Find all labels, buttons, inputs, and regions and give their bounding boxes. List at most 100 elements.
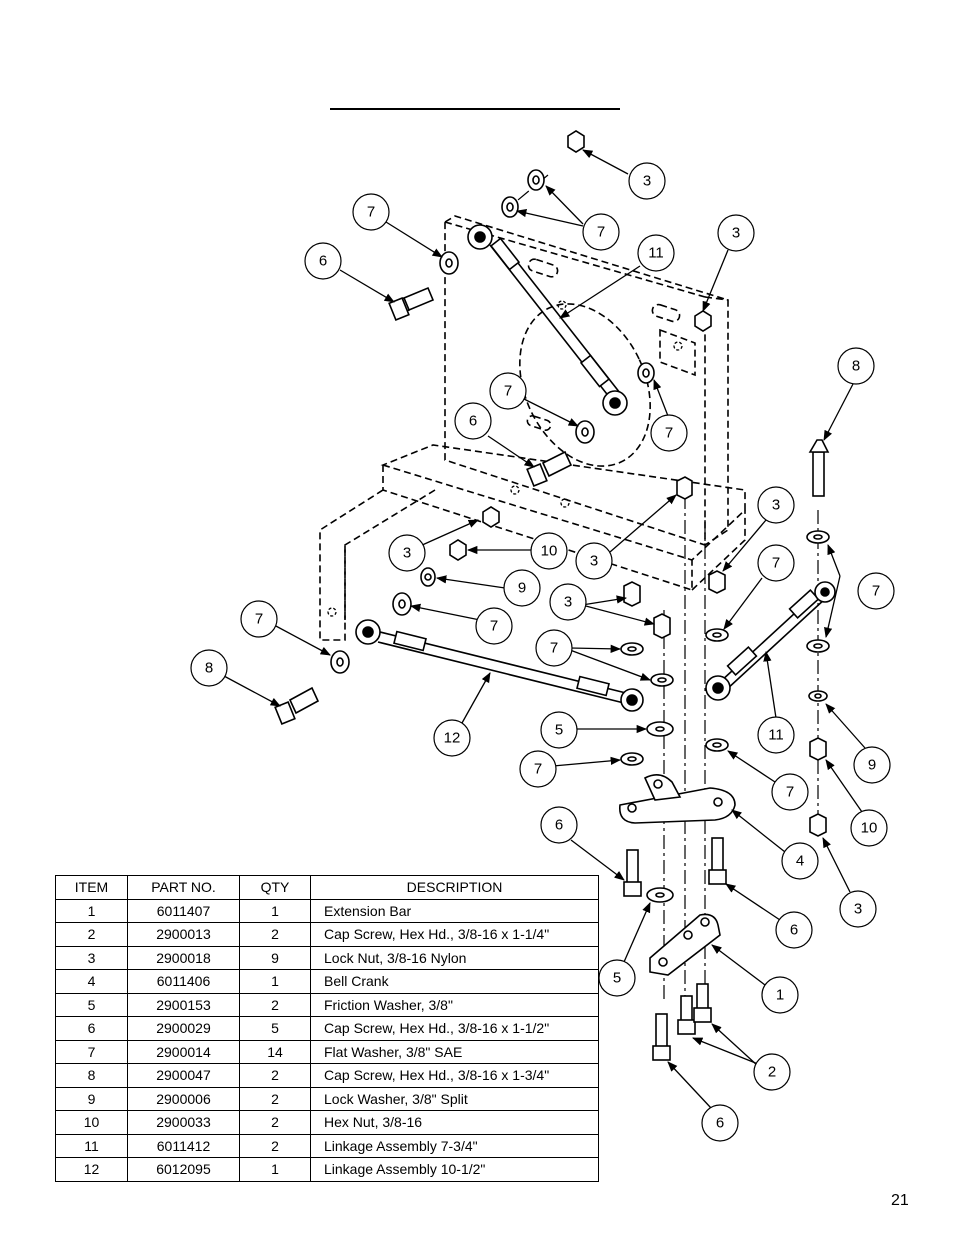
- callout-number: 10: [861, 820, 878, 837]
- table-row: 6 2900029 5 Cap Screw, Hex Hd., 3/8-16 x…: [55, 1016, 599, 1041]
- callout-number: 1: [776, 987, 784, 1004]
- callout-balloon: [388, 534, 426, 572]
- table-row: 10 2900033 2 Hex Nut, 3/8-16: [55, 1110, 599, 1135]
- table-row: 8 2900047 2 Cap Screw, Hex Hd., 3/8-16 x…: [55, 1063, 599, 1088]
- table-row: 4 6011406 1 Bell Crank: [55, 969, 599, 994]
- cell-item: 11: [55, 1133, 128, 1158]
- table-header-row: ITEM PART NO. QTY DESCRIPTION: [55, 875, 599, 900]
- cell-qty: 2: [239, 1086, 311, 1111]
- cell-description: Bell Crank: [310, 969, 599, 994]
- callout-balloon: [535, 629, 573, 667]
- cell-description: Linkage Assembly 7-3/4": [310, 1133, 599, 1158]
- header-part-no: PART NO.: [127, 875, 240, 900]
- cell-part-no: 2900014: [127, 1039, 240, 1064]
- cell-description: Hex Nut, 3/8-16: [310, 1110, 599, 1135]
- cell-qty: 2: [239, 1110, 311, 1135]
- extension-bar: [649, 913, 721, 976]
- cell-item: 12: [55, 1157, 128, 1182]
- callout-number: 12: [444, 730, 461, 747]
- cell-item: 7: [55, 1039, 128, 1064]
- callout-number: 3: [590, 553, 598, 570]
- cell-part-no: 2900029: [127, 1016, 240, 1041]
- cell-description: Flat Washer, 3/8" SAE: [310, 1039, 599, 1064]
- callout-number: 7: [665, 425, 673, 442]
- cell-qty: 2: [239, 1063, 311, 1088]
- table-row: 11 6011412 2 Linkage Assembly 7-3/4": [55, 1133, 599, 1158]
- callout-number: 3: [732, 225, 740, 242]
- callout-balloon: [753, 1053, 791, 1091]
- table-row: 12 6012095 1 Linkage Assembly 10-1/2": [55, 1157, 599, 1182]
- cell-qty: 1: [239, 1157, 311, 1182]
- cell-item: 5: [55, 992, 128, 1017]
- cell-part-no: 2900018: [127, 945, 240, 970]
- callout-balloon: [757, 486, 795, 524]
- callout-balloon: [575, 542, 613, 580]
- callout-balloon: [530, 532, 568, 570]
- callout-number: 6: [790, 922, 798, 939]
- title-underline: [330, 108, 620, 110]
- cell-qty: 2: [239, 992, 311, 1017]
- callout-number: 7: [772, 555, 780, 572]
- cell-part-no: 2900047: [127, 1063, 240, 1088]
- cell-description: Lock Washer, 3/8" Split: [310, 1086, 599, 1111]
- callout-number: 3: [772, 497, 780, 514]
- cell-qty: 14: [239, 1039, 311, 1064]
- bell-crank: [618, 774, 736, 824]
- callout-number: 7: [597, 224, 605, 241]
- callout-balloon: [781, 842, 819, 880]
- cell-description: Cap Screw, Hex Hd., 3/8-16 x 1-1/2": [310, 1016, 599, 1041]
- callout-balloon: [519, 750, 557, 788]
- callout-balloon: [304, 242, 342, 280]
- cell-item: 8: [55, 1063, 128, 1088]
- callout-balloon: [837, 347, 875, 385]
- table-row: 3 2900018 9 Lock Nut, 3/8-16 Nylon: [55, 945, 599, 970]
- callout-balloon: [839, 890, 877, 928]
- callout-number: 10: [541, 543, 558, 560]
- cell-part-no: 2900006: [127, 1086, 240, 1111]
- callout-number: 5: [555, 722, 563, 739]
- callout-balloon: [549, 583, 587, 621]
- callout-number: 3: [403, 545, 411, 562]
- callout-balloon: [240, 600, 278, 638]
- header-item: ITEM: [55, 875, 128, 900]
- callout-number: 6: [319, 253, 327, 270]
- lower-linkage-assembly: [355, 619, 644, 712]
- callout-number: 8: [852, 358, 860, 375]
- callout-balloon: [857, 572, 895, 610]
- callout-number: 6: [555, 817, 563, 834]
- callout-balloon: [850, 809, 888, 847]
- cell-part-no: 2900033: [127, 1110, 240, 1135]
- callout-balloon: [352, 193, 390, 231]
- bracket-holes: [327, 300, 683, 617]
- callout-balloon: [540, 711, 578, 749]
- callout-balloon: [582, 213, 620, 251]
- callout-number: 7: [490, 618, 498, 635]
- right-linkage-assembly: [705, 581, 836, 701]
- cell-part-no: 2900153: [127, 992, 240, 1017]
- table-row: 1 6011407 1 Extension Bar: [55, 898, 599, 923]
- bolts: [274, 286, 830, 1061]
- cell-part-no: 2900013: [127, 922, 240, 947]
- cell-item: 10: [55, 1110, 128, 1135]
- callout-number: 11: [768, 727, 784, 744]
- page-number: 21: [891, 1192, 909, 1209]
- callout-number: 4: [796, 853, 804, 870]
- cell-description: Linkage Assembly 10-1/2": [310, 1157, 599, 1182]
- cell-part-no: 6011406: [127, 969, 240, 994]
- cell-part-no: 6011412: [127, 1133, 240, 1158]
- cell-qty: 1: [239, 898, 311, 923]
- callout-number: 5: [613, 970, 621, 987]
- callout-balloon: [757, 716, 795, 754]
- cell-description: Cap Screw, Hex Hd., 3/8-16 x 1-3/4": [310, 1063, 599, 1088]
- callout-balloon: [540, 806, 578, 844]
- cell-qty: 5: [239, 1016, 311, 1041]
- cell-item: 3: [55, 945, 128, 970]
- callout-number: 7: [367, 204, 375, 221]
- callout-number: 7: [534, 761, 542, 778]
- table-row: 7 2900014 14 Flat Washer, 3/8" SAE: [55, 1039, 599, 1064]
- cell-description: Extension Bar: [310, 898, 599, 923]
- callout-number: 7: [504, 383, 512, 400]
- cell-part-no: 6011407: [127, 898, 240, 923]
- callout-balloon: [503, 569, 541, 607]
